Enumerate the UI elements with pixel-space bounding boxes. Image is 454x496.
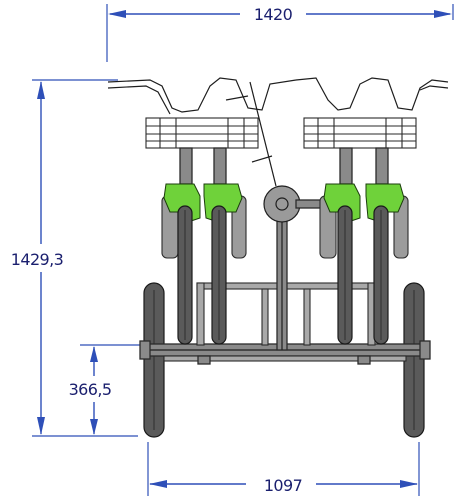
arrow-down-icon	[90, 419, 98, 435]
bar-clamp	[251, 155, 273, 163]
arrow-left-icon	[149, 480, 167, 488]
bike-pair-left	[107, 77, 297, 345]
arrow-right-icon	[400, 480, 418, 488]
overall-width-label: 1420	[254, 5, 293, 24]
bar-clamp	[225, 95, 249, 101]
handlebar	[107, 77, 297, 113]
axle-hub-right	[419, 340, 431, 360]
arrow-up-icon	[90, 346, 98, 362]
trailer-frame	[139, 81, 431, 438]
head-tube	[375, 147, 389, 185]
dimension-overall-height: 1429,3	[11, 79, 138, 437]
front-basket	[303, 117, 417, 149]
axle-lower-plate	[163, 355, 407, 362]
track-width-label: 1097	[264, 476, 302, 495]
arrow-down-icon	[37, 417, 45, 435]
arrow-right-icon	[434, 10, 452, 18]
carrier-left-post	[196, 282, 205, 346]
axle-bracket	[357, 355, 371, 365]
carrier-mid-post	[261, 288, 269, 346]
head-tube	[179, 147, 193, 185]
dimension-axle-height: 366,5	[69, 344, 146, 435]
axle-height-label: 366,5	[69, 380, 112, 399]
axle-bracket	[197, 355, 211, 365]
head-tube	[213, 147, 227, 185]
arrow-up-icon	[37, 81, 45, 99]
coupling-pin	[275, 197, 289, 211]
handlebar	[295, 77, 449, 111]
overall-height-label: 1429,3	[11, 250, 63, 269]
dimension-track-width: 1097	[147, 442, 420, 496]
carrier-mid-post	[303, 288, 311, 346]
front-basket	[145, 117, 259, 149]
head-tube	[339, 147, 353, 185]
axle-hub-left	[139, 340, 151, 360]
handlebar-grip	[107, 85, 171, 115]
coupling-hub	[263, 185, 301, 223]
arrow-left-icon	[108, 10, 126, 18]
dimension-overall-width: 1420	[106, 4, 454, 62]
steering-bar	[249, 81, 277, 187]
handlebar-grip	[419, 85, 449, 91]
bike-pair-right	[295, 77, 449, 345]
